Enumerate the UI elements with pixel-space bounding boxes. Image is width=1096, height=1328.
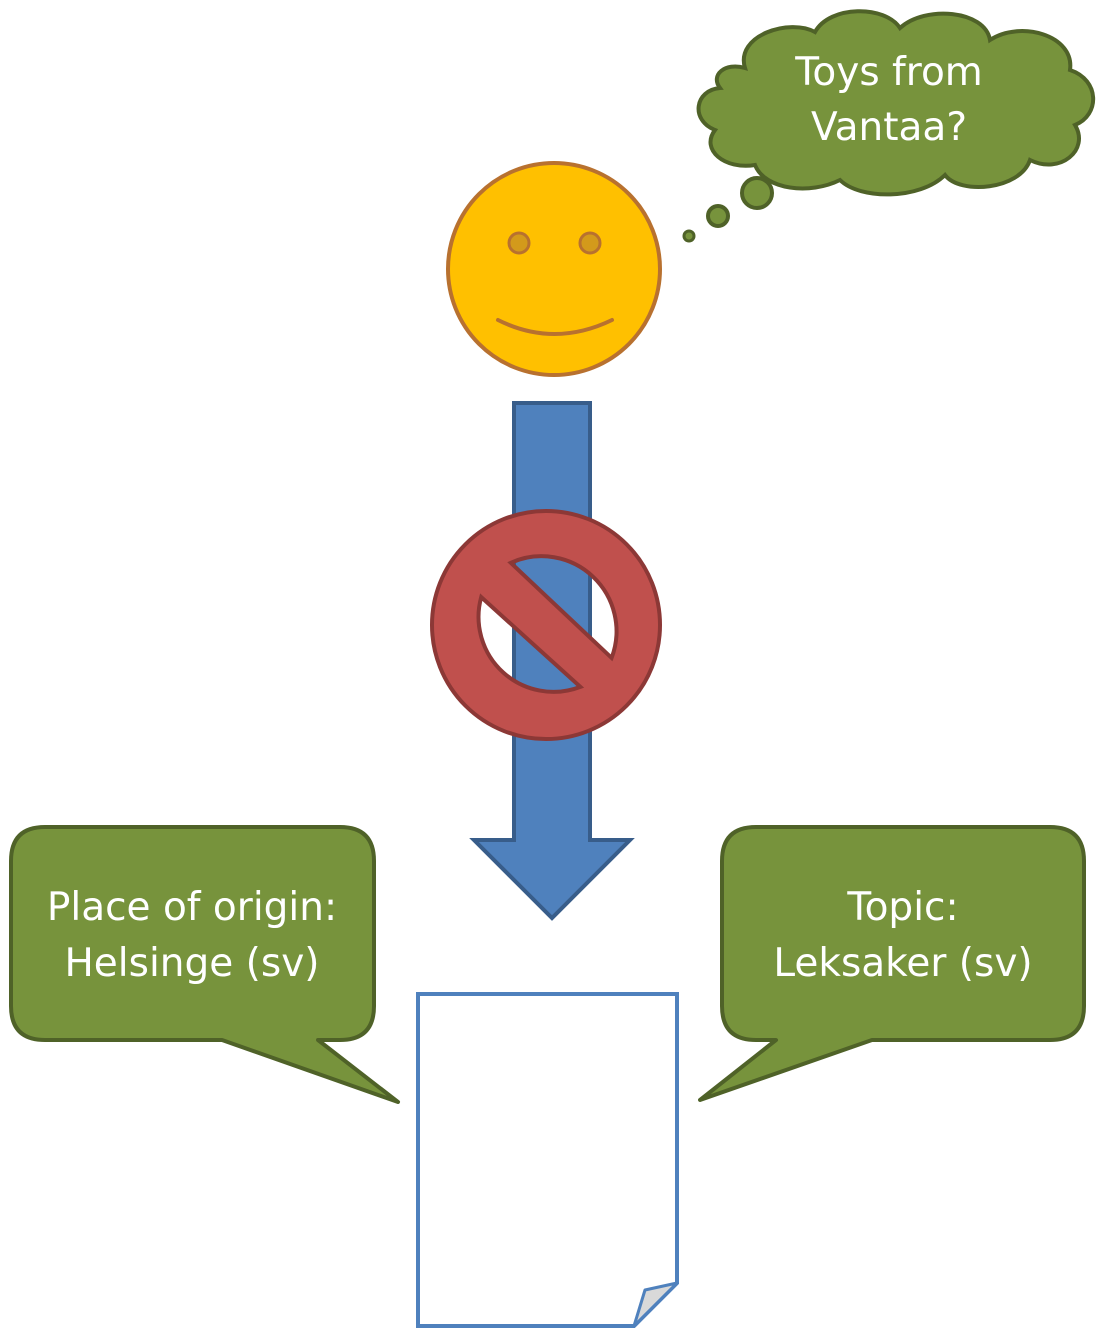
callout-topic: Topic: Leksaker (sv) [698, 825, 1086, 1102]
place-of-origin-line1: Place of origin: [47, 885, 337, 930]
right-callout-shape [698, 825, 1086, 1102]
topic-line1: Topic: [846, 885, 958, 930]
cloud-shape [696, 9, 1096, 197]
document-folded-corner [632, 1281, 679, 1328]
smiley-face-icon [446, 161, 662, 377]
left-eye [507, 231, 531, 255]
thought-bubble-medium [706, 204, 730, 228]
prohibited-sign-shape [429, 509, 663, 741]
document-page [416, 992, 679, 1328]
place-of-origin-line2: Helsinge (sv) [64, 941, 319, 986]
thought-bubble-small [682, 229, 696, 243]
prohibited-icon [429, 509, 663, 741]
callout-place-of-origin: Place of origin: Helsinge (sv) [9, 825, 400, 1104]
thought-text-line1: Toys from [794, 50, 983, 95]
right-eye [578, 231, 602, 255]
thought-text-line2: Vantaa? [811, 105, 967, 150]
face-circle [446, 161, 662, 377]
document-icon [416, 992, 679, 1328]
topic-line2: Leksaker (sv) [773, 941, 1032, 986]
thought-bubble-large [740, 176, 774, 210]
left-callout-shape [9, 825, 400, 1104]
smile [496, 318, 614, 336]
thought-cloud: Toys from Vantaa? [682, 9, 1096, 243]
